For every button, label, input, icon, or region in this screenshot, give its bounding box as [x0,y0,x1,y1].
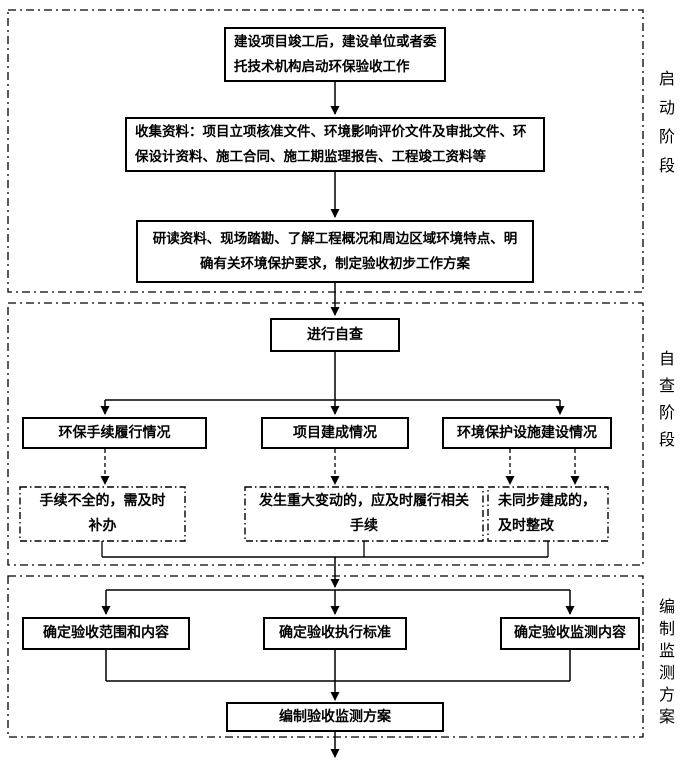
node-scope-text: 确定验收范围和内容 [43,625,169,641]
node-collect: 收集资料：项目立项核准文件、环境影响评价文件及审批文件、环 保设计资料、施工合同… [125,117,545,172]
node-plan-text: 编制验收监测方案 [279,708,391,725]
stage-label-startup: 启动阶段 [656,70,675,186]
node-start-text: 建设项目竣工后，建设单位或者委 托技术机构启动环保验收工作 [234,33,437,75]
node-collect-text: 收集资料：项目立项核准文件、环境影响评价文件及审批文件、环 保设计资料、施工合同… [135,123,527,165]
node-proc-status: 环保手续履行情况 [22,417,207,449]
feedback-not-sync: 未同步建成的， 及时整改 [488,487,608,541]
stage-1-border [7,9,644,293]
feedback-box-major-change [244,486,484,542]
node-study-text: 研读资料、现场踏勘、了解工程概况和周边区域环境特点、明 确有关环境保护要求，制定… [152,230,518,272]
node-monitor: 确定验收监测内容 [500,617,640,650]
node-facility-status-text: 环境保护设施建设情况 [457,424,597,441]
node-plan: 编制验收监测方案 [226,702,444,732]
feedback-major-change-text: 发生重大变动的，应及时履行相关 手续 [259,493,469,534]
stage-2-border [7,302,644,566]
feedback-proc-fix-text: 手续不全的，需及时 补办 [39,493,166,534]
node-start: 建设项目竣工后，建设单位或者委 托技术机构启动环保验收工作 [224,27,446,82]
node-facility-status: 环境保护设施建设情况 [442,417,612,449]
stage-3-border [7,575,644,738]
node-standard-text: 确定验收执行标准 [279,625,391,641]
node-monitor-text: 确定验收监测内容 [514,625,626,641]
node-study: 研读资料、现场踏勘、了解工程概况和周边区域环境特点、明 确有关环境保护要求，制定… [136,220,534,283]
node-proc-status-text: 环保手续履行情况 [58,424,171,441]
node-standard: 确定验收执行标准 [263,617,407,650]
feedback-proc-fix: 手续不全的，需及时 补办 [20,487,185,541]
stage-label-plan: 编制监测方案 [656,598,675,730]
stage-label-self-check: 自查阶段 [656,350,675,458]
node-self-check: 进行自查 [270,318,400,352]
node-build-status-text: 项目建成情况 [293,424,377,441]
node-build-status: 项目建成情况 [261,417,409,449]
node-scope: 确定验收范围和内容 [22,617,190,650]
feedback-not-sync-text: 未同步建成的， 及时整改 [498,493,596,534]
node-self-check-text: 进行自查 [307,326,363,343]
feedback-box-not-sync [487,486,609,542]
feedback-major-change: 发生重大变动的，应及时履行相关 手续 [245,487,483,541]
